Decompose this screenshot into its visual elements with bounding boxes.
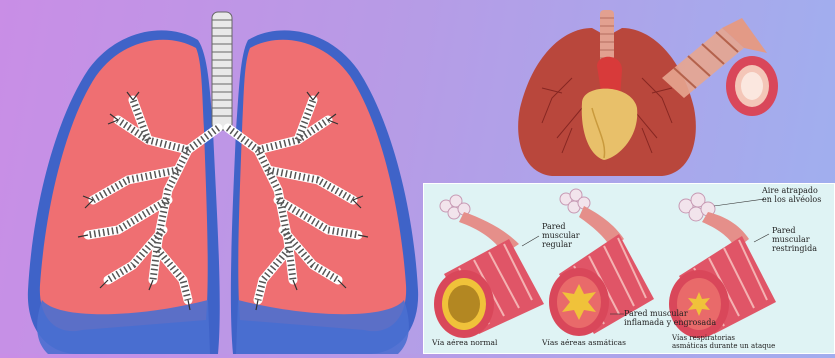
label-airway-attack: Vías respiratorias asmáticas durante un … [672,334,775,350]
airways-svg [424,184,835,355]
lungs-svg [18,0,438,354]
label-muscle-normal: Pared muscular regular [542,222,580,249]
label-muscle-restricted: Pared muscular restringida [772,226,817,253]
label-muscle-inflamed: Pared muscular inflamada y engrosada [624,309,716,327]
asthma-airway-diagram: Aire atrapado en los alvéolos Pared musc… [423,183,835,354]
lungs-heart-illustration [512,8,830,178]
trachea [212,12,232,130]
label-airway-asthmatic: Vías aéreas asmáticas [542,338,626,347]
label-trapped-air: Aire atrapado en los alvéolos [762,186,821,204]
lungs-illustration [18,0,438,354]
label-airway-normal: Vía aérea normal [432,338,497,347]
lungs-heart-svg [512,8,830,178]
airway-normal-drawing [434,195,544,338]
